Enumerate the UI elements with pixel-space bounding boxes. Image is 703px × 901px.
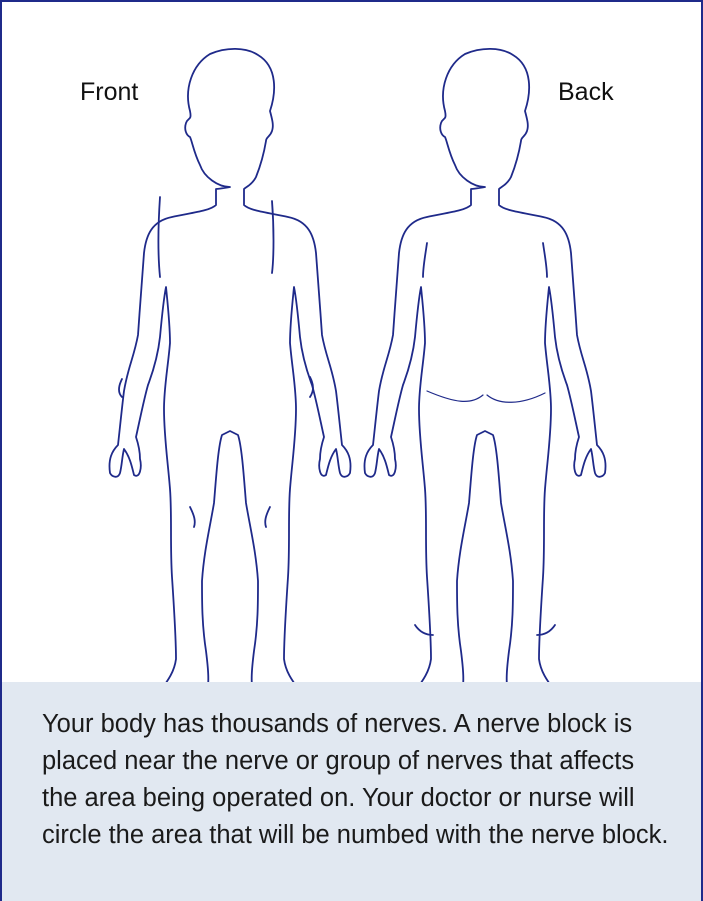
caption-text: Your body has thousands of nerves. A ner…: [2, 682, 701, 901]
body-figures-area: Front Back: [2, 2, 701, 682]
body-outlines: [2, 2, 701, 682]
front-body-outline: [109, 49, 350, 682]
back-body-outline: [364, 49, 605, 682]
buttock-line: [427, 391, 483, 401]
